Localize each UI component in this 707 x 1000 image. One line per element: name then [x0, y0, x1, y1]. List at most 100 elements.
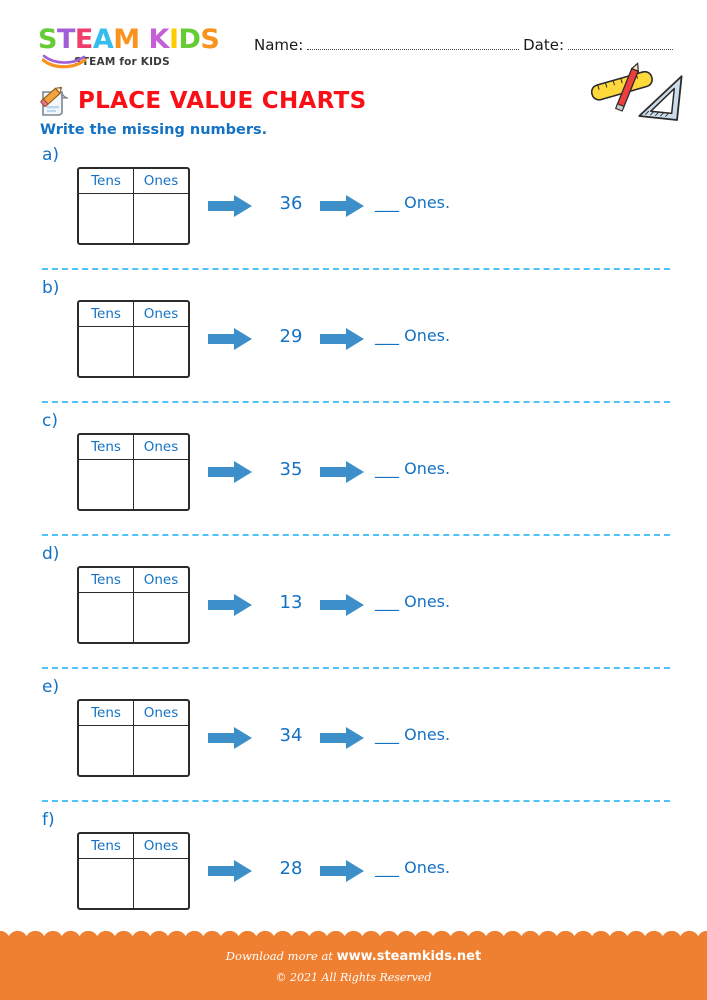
answer-blank[interactable]: ___ — [375, 193, 399, 212]
brand-swoosh-icon — [42, 54, 86, 69]
place-value-answer-row — [79, 726, 188, 775]
ones-answer-cell[interactable] — [133, 859, 188, 908]
answer-unit-label: Ones. — [404, 459, 451, 478]
answer-blank[interactable]: ___ — [375, 858, 399, 877]
ones-header: Ones — [133, 701, 188, 725]
ones-answer-cell[interactable] — [133, 593, 188, 642]
exercise-label: f) — [42, 810, 55, 830]
ones-header: Ones — [133, 834, 188, 858]
exercise-label: d) — [42, 544, 60, 564]
ones-header: Ones — [133, 435, 188, 459]
answer-unit-label: Ones. — [404, 725, 451, 744]
name-label: Name: — [254, 36, 304, 54]
place-value-header-row: Tens Ones — [79, 302, 188, 327]
arrow-right-icon — [320, 727, 364, 749]
footer-copyright: © 2021 All Rights Reserved — [275, 971, 432, 984]
arrow-right-icon — [320, 461, 364, 483]
tens-header: Tens — [91, 439, 121, 455]
exercise-row: c) Tens Ones 35 ___ Ones. — [0, 409, 707, 542]
ones-header: Ones — [133, 568, 188, 592]
date-label: Date: — [523, 36, 564, 54]
exercise-answer: ___ Ones. — [375, 858, 450, 877]
answer-unit-label: Ones. — [404, 858, 451, 877]
footer-site-link[interactable]: www.steamkids.net — [336, 949, 482, 964]
exercise-number: 29 — [279, 326, 303, 347]
arrow-right-icon — [208, 195, 252, 217]
tens-header: Tens — [91, 173, 121, 189]
tens-header: Tens — [91, 705, 121, 721]
answer-unit-label: Ones. — [404, 326, 451, 345]
arrow-right-icon — [208, 594, 252, 616]
arrow-right-icon — [208, 328, 252, 350]
answer-blank[interactable]: ___ — [375, 725, 399, 744]
ones-answer-cell[interactable] — [133, 327, 188, 376]
arrow-right-icon — [208, 860, 252, 882]
ones-answer-cell[interactable] — [133, 194, 188, 243]
brand-logo-letter-9: S — [200, 24, 220, 55]
tens-header: Tens — [91, 306, 121, 322]
place-value-header-row: Tens Ones — [79, 435, 188, 460]
footer-download-line: Download more at www.steamkids.net — [0, 949, 707, 964]
brand-logo-letter-8: D — [178, 24, 201, 55]
brand-logo-letter-1: T — [56, 24, 75, 55]
arrow-right-icon — [320, 328, 364, 350]
place-value-table: Tens Ones — [77, 832, 190, 910]
place-value-table: Tens Ones — [77, 699, 190, 777]
exercise-label: c) — [42, 411, 58, 431]
exercise-label: b) — [42, 278, 60, 298]
brand-logo-letter-7: I — [168, 24, 179, 55]
brand-logo-letter-2: E — [74, 24, 93, 55]
tens-answer-cell[interactable] — [79, 593, 133, 642]
ones-answer-cell[interactable] — [133, 460, 188, 509]
place-value-header-row: Tens Ones — [79, 701, 188, 726]
tens-header: Tens — [91, 838, 121, 854]
brand-logo-wordmark: STEAM KIDS — [38, 26, 238, 53]
exercise-row: b) Tens Ones 29 ___ Ones. — [0, 276, 707, 409]
row-separator — [42, 800, 670, 802]
tens-answer-cell[interactable] — [79, 327, 133, 376]
row-separator — [42, 534, 670, 536]
place-value-answer-row — [79, 194, 188, 243]
tens-header: Tens — [91, 572, 121, 588]
name-input-line[interactable] — [307, 39, 520, 50]
tens-answer-cell[interactable] — [79, 726, 133, 775]
ruler-pencil-set-square-icon — [591, 62, 683, 121]
ones-header: Ones — [133, 302, 188, 326]
page-title: PLACE VALUE CHARTS — [78, 88, 367, 114]
arrow-right-icon — [320, 594, 364, 616]
brand-logo-letter-4: M — [113, 24, 140, 55]
tens-answer-cell[interactable] — [79, 194, 133, 243]
tens-answer-cell[interactable] — [79, 460, 133, 509]
date-input-line[interactable] — [568, 39, 673, 50]
place-value-table: Tens Ones — [77, 433, 190, 511]
exercise-answer: ___ Ones. — [375, 326, 450, 345]
brand-tagline: STEAM for KIDS — [74, 56, 170, 68]
place-value-answer-row — [79, 859, 188, 908]
ones-answer-cell[interactable] — [133, 726, 188, 775]
place-value-answer-row — [79, 593, 188, 642]
answer-blank[interactable]: ___ — [375, 459, 399, 478]
page-footer: Download more at www.steamkids.net © 202… — [0, 931, 707, 1000]
brand-logo-letter-3: A — [92, 24, 114, 55]
brand-logo: STEAM KIDS STEAM for KIDS — [38, 26, 238, 69]
page-title-row: PLACE VALUE CHARTS — [34, 82, 366, 120]
tens-answer-cell[interactable] — [79, 859, 133, 908]
answer-blank[interactable]: ___ — [375, 592, 399, 611]
arrow-right-icon — [208, 727, 252, 749]
place-value-answer-row — [79, 460, 188, 509]
place-value-header-row: Tens Ones — [79, 568, 188, 593]
page-header: STEAM KIDS STEAM for KIDS Name: Date: — [38, 26, 677, 74]
exercise-number: 36 — [279, 193, 303, 214]
row-separator — [42, 268, 670, 270]
arrow-right-icon — [320, 860, 364, 882]
answer-unit-label: Ones. — [404, 592, 451, 611]
exercise-number: 35 — [279, 459, 303, 480]
answer-blank[interactable]: ___ — [375, 326, 399, 345]
exercise-answer: ___ Ones. — [375, 193, 450, 212]
footer-download-prefix: Download more at — [225, 949, 333, 963]
exercise-answer: ___ Ones. — [375, 592, 450, 611]
